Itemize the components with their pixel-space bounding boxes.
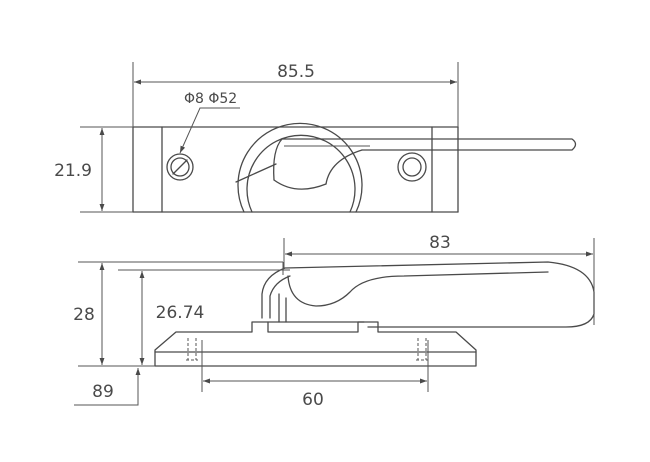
dimension-hole-spacing: 60: [201, 340, 429, 410]
dimension-overall-length: 85.5: [132, 62, 459, 127]
dimension-60-label: 60: [302, 390, 324, 410]
screw-hole-right: [397, 152, 427, 182]
dimension-overall-height: 28: [73, 261, 283, 367]
callout-leader: [179, 107, 240, 154]
dimension-height: 21.9: [54, 126, 133, 213]
dimension-21-9-label: 21.9: [54, 161, 92, 181]
dimension-83-label: 83: [429, 233, 451, 253]
dimension-28-label: 28: [73, 305, 95, 325]
dimension-inner-height: 26.74: [118, 269, 290, 365]
handle-lever: [235, 138, 577, 190]
screw-hole-left: [166, 153, 194, 181]
dimension-85-5-label: 85.5: [277, 62, 315, 82]
side-view: 83 28 26.74 60 89: [73, 233, 595, 410]
rotating-boss: [237, 122, 363, 213]
dimension-89-label: 89: [92, 382, 114, 402]
top-view: Φ8 Φ52 85.5 21.9: [54, 62, 577, 213]
side-base-plate: [154, 321, 477, 367]
dimension-offset: 89: [74, 368, 141, 406]
dimension-26-74-label: 26.74: [156, 303, 205, 323]
dimension-handle-length: 83: [283, 233, 595, 325]
top-base-plate: [132, 126, 459, 213]
side-handle: [261, 261, 595, 328]
hole-callout-label: Φ8 Φ52: [184, 91, 237, 107]
